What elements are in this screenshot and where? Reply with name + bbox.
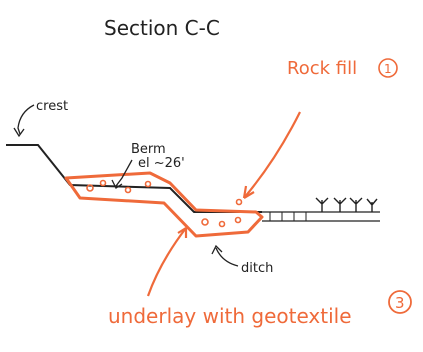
underlay-arrow (146, 227, 187, 297)
rock-fill-number: 1 (384, 62, 392, 76)
section-title: Section C-C (104, 16, 220, 40)
underlay-label: underlay with geotextile (108, 304, 352, 328)
underlay-arrowhead (177, 227, 188, 238)
crest-arrowhead (13, 127, 25, 138)
berm-label-line2: el ~26' (138, 156, 185, 171)
berm-arrowhead (111, 179, 123, 189)
underlay-number: 3 (395, 294, 405, 312)
grass-icon (315, 197, 378, 212)
ground-surface-line (262, 211, 380, 222)
ground-profile-line (6, 144, 262, 213)
berm-leader (115, 159, 133, 187)
rock-fill-outline (64, 171, 264, 238)
rock-fill-label: Rock fill (287, 58, 357, 79)
rock-fill-arrow (243, 111, 301, 199)
crest-label: crest (36, 99, 68, 114)
rock-fill-pattern (86, 179, 243, 228)
crest-leader (17, 104, 35, 135)
rock-fill-arrowhead (242, 185, 255, 199)
underlay-number-circle (388, 290, 412, 314)
ditch-arrowhead (211, 244, 223, 255)
ditch-leader (215, 247, 239, 267)
ground-ticks (269, 212, 307, 221)
ditch-label: ditch (241, 261, 273, 276)
rock-fill-number-circle (378, 58, 398, 78)
berm-label-line1: Berm (131, 142, 166, 157)
